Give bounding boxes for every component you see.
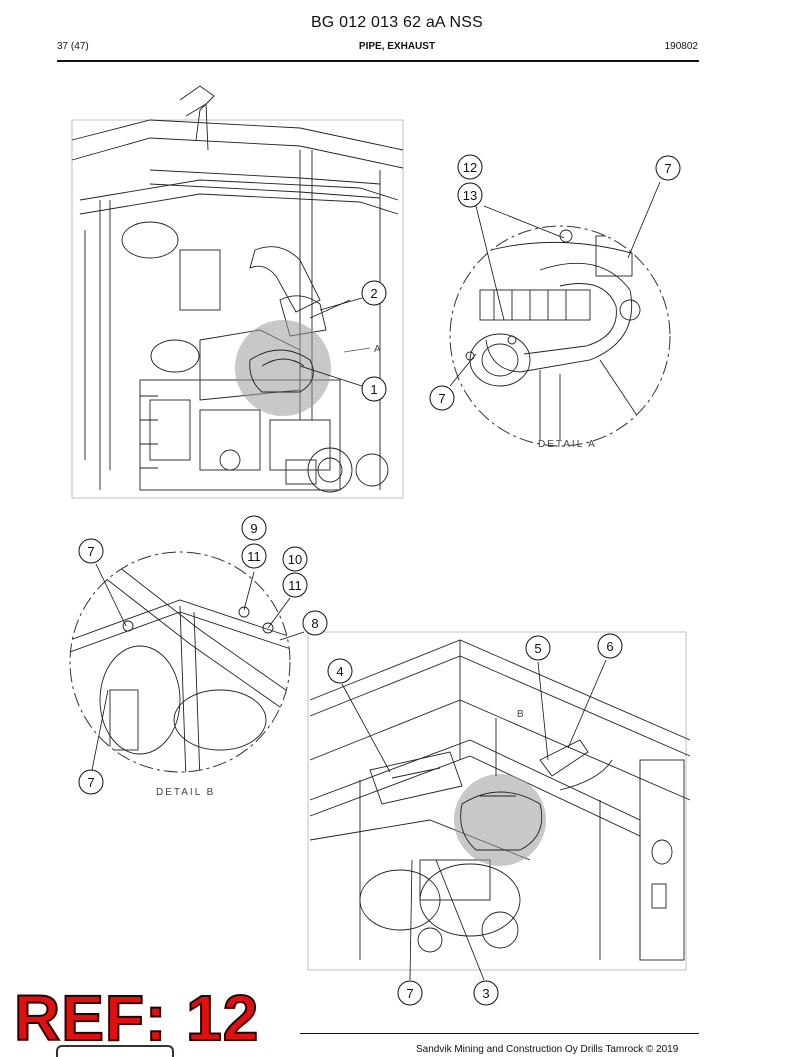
detail-a-label: DETAIL A bbox=[538, 439, 597, 450]
section-title: PIPE, EXHAUST bbox=[358, 41, 436, 52]
page-number: 37 (47) bbox=[57, 41, 89, 52]
callout-7-detail-a-bottom: 7 bbox=[438, 391, 445, 406]
callout-6: 6 bbox=[606, 639, 613, 654]
main-view-drawing bbox=[71, 85, 404, 499]
callout-1: 1 bbox=[370, 382, 377, 397]
detail-b-highlight bbox=[454, 774, 546, 866]
footer-rule bbox=[300, 1033, 699, 1034]
callout-2: 2 bbox=[370, 286, 377, 301]
detail-b-drawing bbox=[70, 559, 290, 772]
lower-view-pipe-detail bbox=[460, 718, 543, 851]
leader-lines bbox=[91, 181, 661, 981]
callout-11-second: 11 bbox=[288, 578, 302, 593]
callout-8: 8 bbox=[311, 616, 318, 631]
header-rule bbox=[57, 60, 699, 62]
copyright-notice: Sandvik Mining and Construction Oy Drill… bbox=[416, 1044, 679, 1055]
document-id: BG 012 013 62 aA NSS bbox=[310, 14, 484, 31]
view-a-label: A bbox=[374, 344, 383, 355]
detail-a-boundary bbox=[449, 225, 671, 447]
callout-12: 12 bbox=[463, 160, 477, 175]
company-logo bbox=[56, 1045, 174, 1057]
callout-7-detail-b-bottom: 7 bbox=[87, 775, 94, 790]
callout-5: 5 bbox=[534, 641, 541, 656]
view-b-label: B bbox=[517, 709, 526, 720]
callout-10: 10 bbox=[288, 552, 302, 567]
callout-9: 9 bbox=[250, 521, 257, 536]
callout-7-detail-a-top: 7 bbox=[664, 161, 671, 176]
callout-circles bbox=[78, 154, 681, 1006]
callout-7-detail-b-top: 7 bbox=[87, 544, 94, 559]
detail-b-label: DETAIL B bbox=[156, 787, 215, 798]
callout-7-lower-view: 7 bbox=[406, 986, 413, 1001]
lower-view-drawing bbox=[307, 631, 691, 971]
reference-stamp: REF: 12 bbox=[13, 982, 260, 1054]
callout-11-first: 11 bbox=[247, 549, 261, 564]
callout-4: 4 bbox=[336, 664, 343, 679]
callout-3: 3 bbox=[482, 986, 489, 1001]
callout-13: 13 bbox=[463, 188, 477, 203]
detail-b-boundary bbox=[69, 551, 291, 773]
detail-a-highlight bbox=[235, 320, 331, 416]
revision-date: 190802 bbox=[664, 41, 698, 52]
